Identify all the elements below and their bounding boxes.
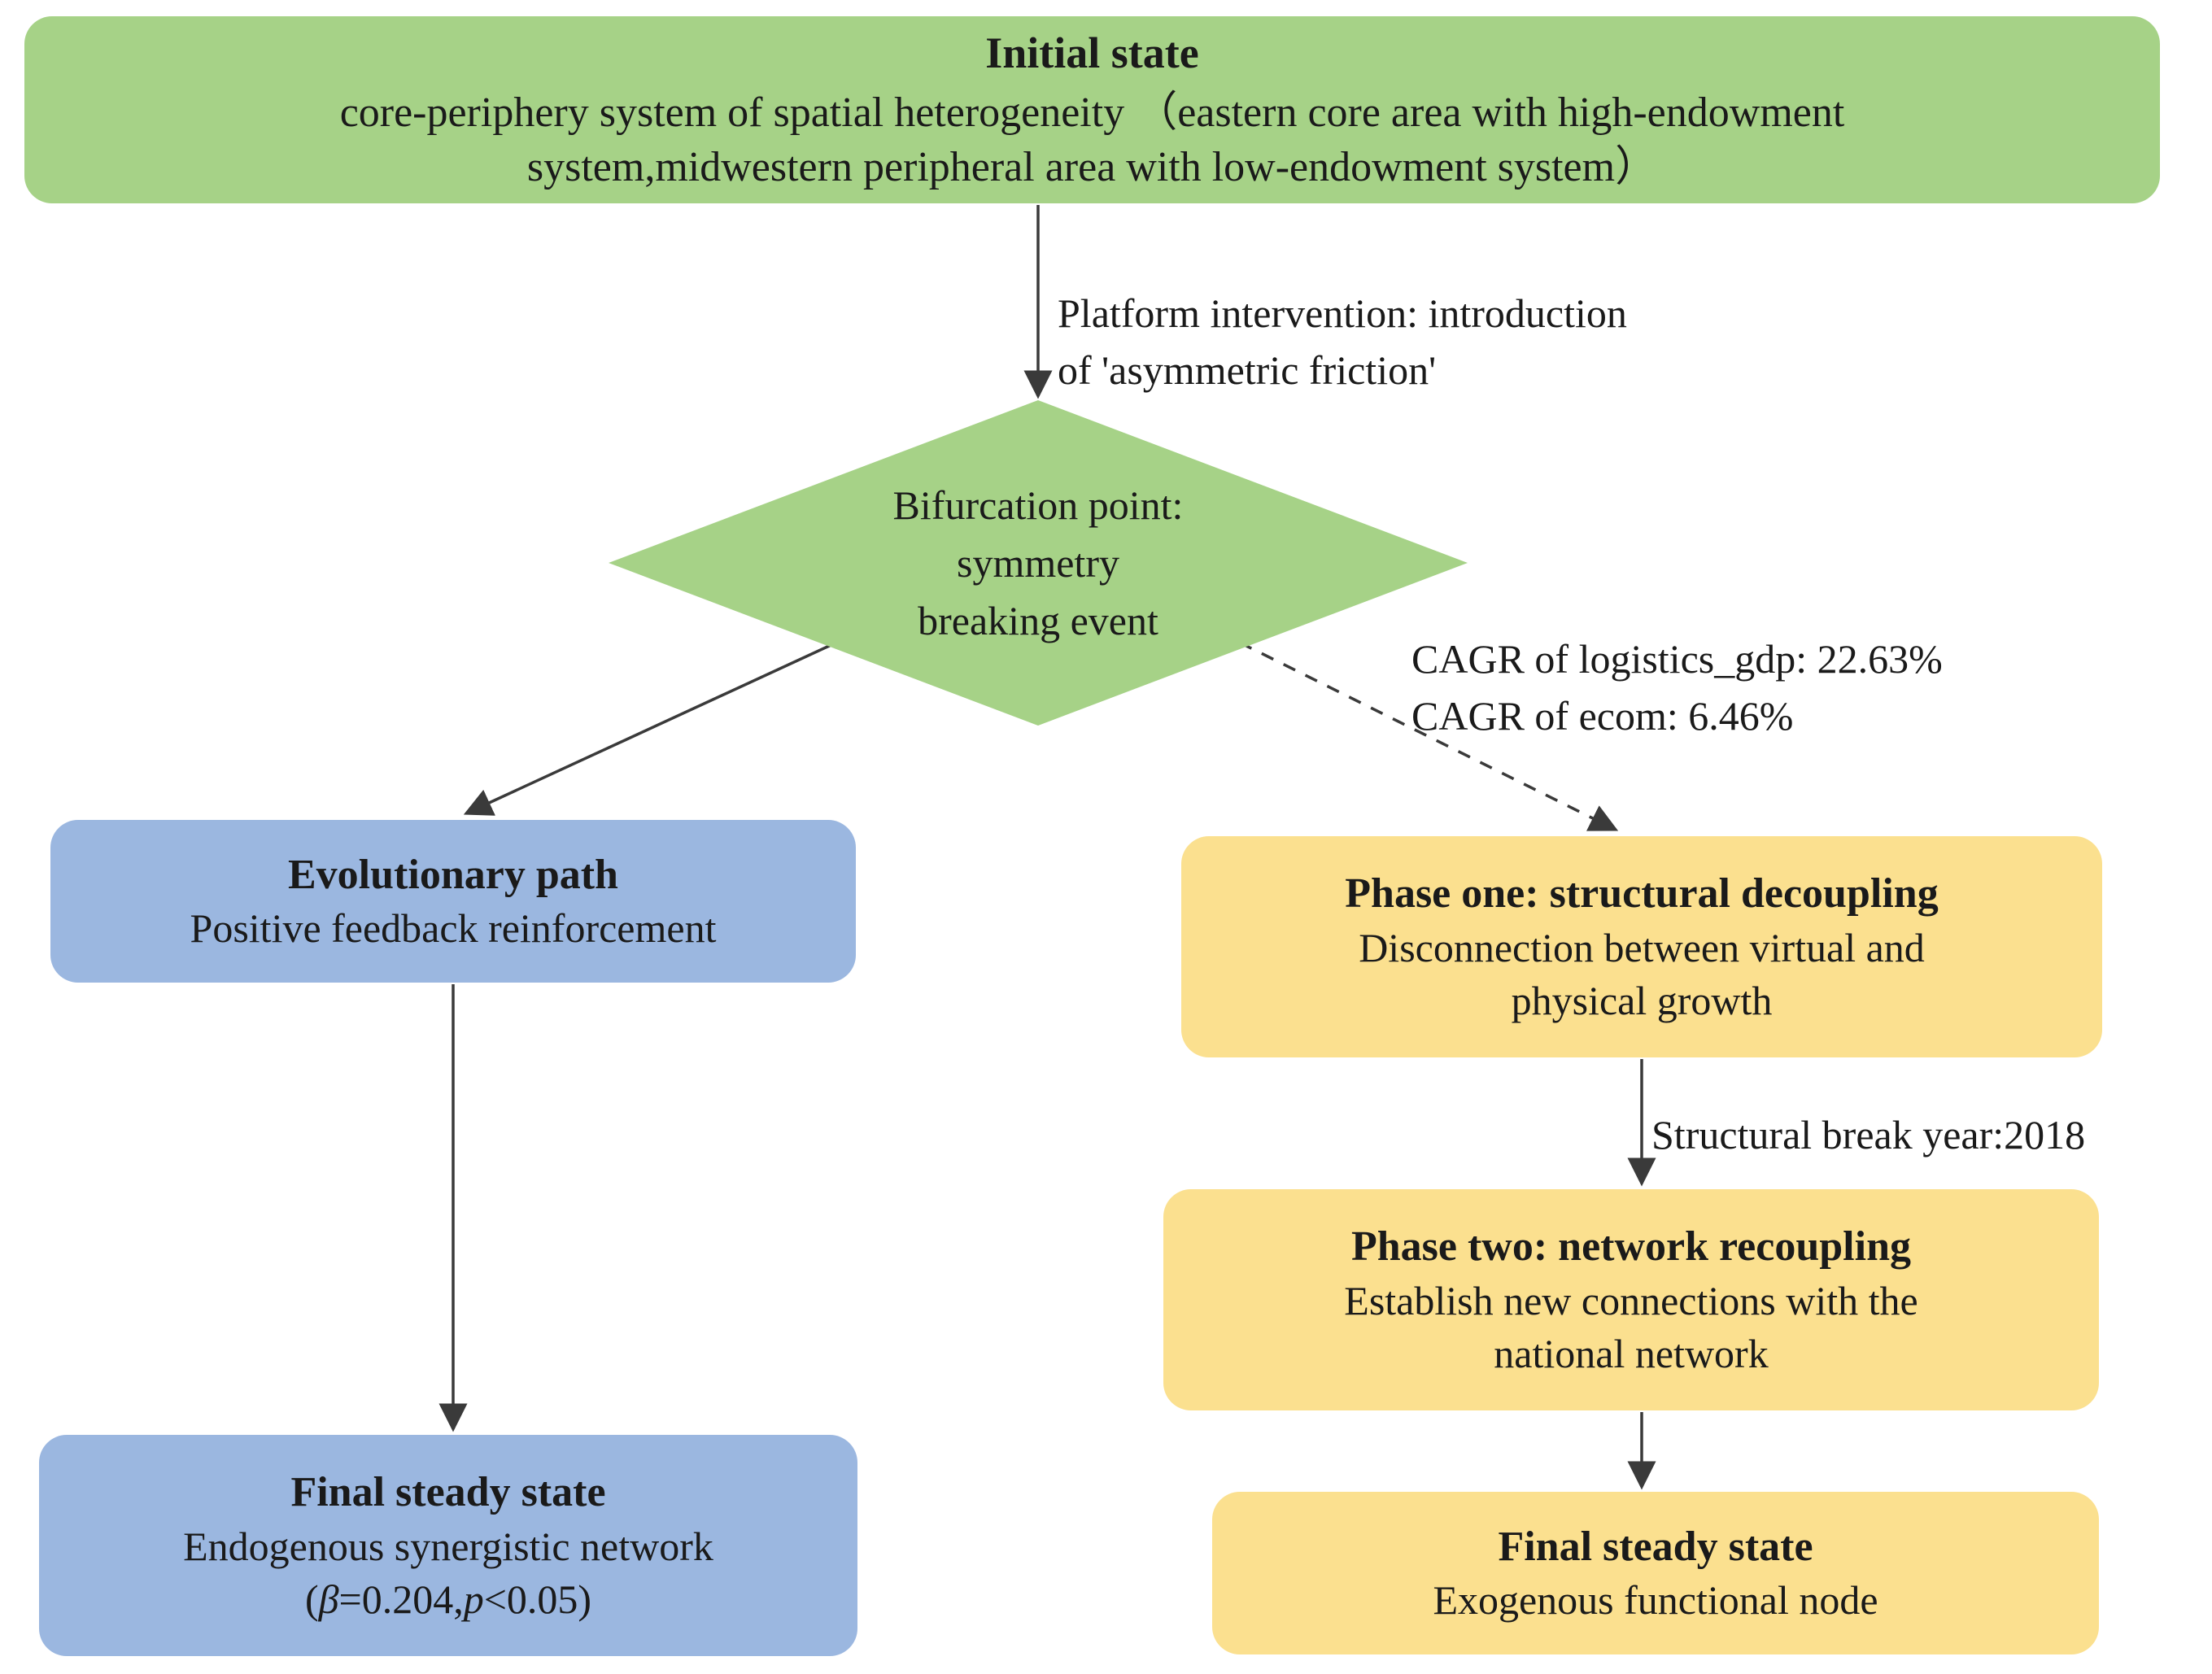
node-bifurcation-point: Bifurcation point: symmetry breaking eve… [609, 400, 1468, 726]
node-final-steady-state-right: Final steady state Exogenous functional … [1212, 1492, 2099, 1654]
evolutionary-path-body: Positive feedback reinforcement [190, 905, 717, 952]
phase-one-line-1: Disconnection between virtual and [1359, 924, 1925, 970]
beta-value: =0.204, [338, 1576, 464, 1622]
initial-state-line-2: system,midwestern peripheral area with l… [526, 144, 1658, 191]
final-state-right-body: Exogenous functional node [1433, 1577, 1878, 1624]
final-state-right-title: Final steady state [1498, 1523, 1813, 1570]
phase-two-line-2: national network [1494, 1330, 1769, 1376]
node-initial-state: Initial state core-periphery system of s… [24, 16, 2160, 203]
edge-label-platform-intervention: Platform intervention: introduction of '… [1058, 290, 1627, 393]
node-phase-two: Phase two: network recoupling Establish … [1163, 1189, 2099, 1410]
phase-two-title: Phase two: network recoupling [1350, 1223, 1911, 1271]
bifurcation-point-line-2: symmetry [957, 539, 1119, 586]
evolutionary-path-title: Evolutionary path [288, 851, 618, 898]
stats-close-paren: ) [578, 1576, 592, 1622]
final-state-left-body: Endogenous synergistic network [183, 1523, 713, 1569]
phase-two-line-1: Establish new connections with the [1344, 1277, 1918, 1323]
edge-label-structural-break: Structural break year:2018 [1651, 1112, 2086, 1157]
final-state-left-title: Final steady state [290, 1469, 606, 1516]
bifurcation-point-line-1: Bifurcation point: [892, 482, 1184, 528]
initial-state-line-1: core-periphery system of spatial heterog… [339, 89, 1845, 136]
p-symbol: p [463, 1576, 484, 1622]
final-state-left-statistics: (β=0.204,p<0.05) [305, 1573, 591, 1626]
beta-symbol: β [318, 1576, 339, 1622]
stats-open-paren: ( [304, 1576, 319, 1622]
node-final-steady-state-left: Final steady state Endogenous synergisti… [39, 1435, 857, 1656]
phase-one-title: Phase one: structural decoupling [1345, 870, 1939, 918]
initial-state-title: Initial state [985, 28, 1199, 78]
node-phase-one: Phase one: structural decoupling Disconn… [1181, 836, 2102, 1057]
edge-label-cagr: CAGR of logistics_gdp: 22.63% CAGR of ec… [1411, 636, 1943, 739]
p-value: <0.05 [483, 1576, 578, 1622]
node-evolutionary-path: Evolutionary path Positive feedback rein… [50, 820, 856, 983]
phase-one-line-2: physical growth [1511, 977, 1773, 1023]
bifurcation-point-line-3: breaking event [918, 597, 1158, 643]
edge-bifurcation-to-evolutionary-path [463, 641, 837, 816]
